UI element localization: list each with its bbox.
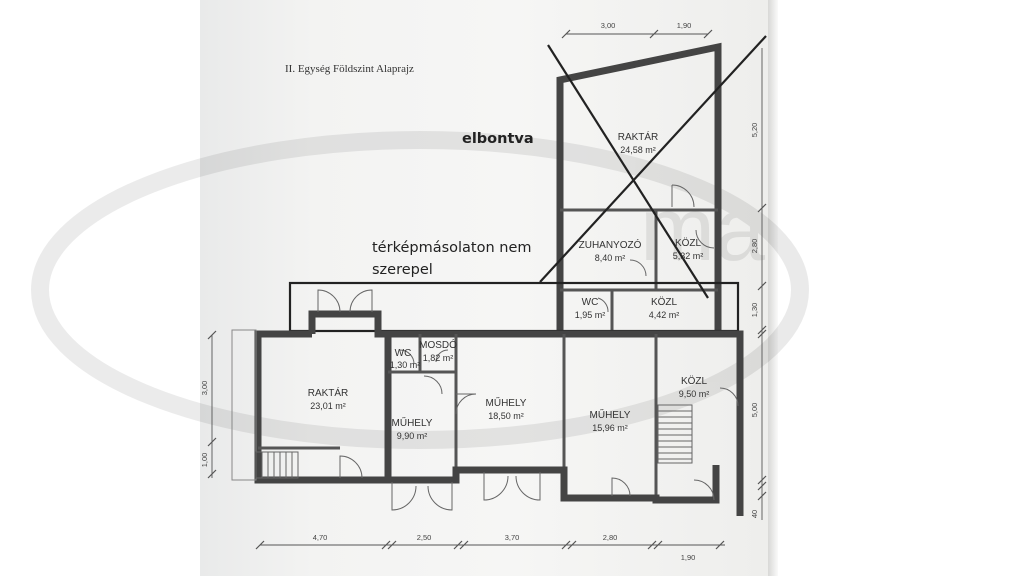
room-label: MOSDÓ [419, 338, 457, 351]
dimension-label: 1,90 [677, 21, 692, 30]
paper-edge [768, 0, 778, 576]
room-label: MŰHELY [392, 415, 433, 429]
main-floor [231, 289, 744, 516]
demolished-note: elbontva [462, 131, 534, 147]
plan-title: II. Egység Földszint Alaprajz [285, 63, 414, 75]
svg-text:ma: ma [640, 180, 766, 280]
staircase [657, 404, 693, 464]
dimension-label: 5,00 [750, 403, 759, 418]
room-area: 1,95 m² [575, 310, 606, 320]
dimension-label: 3,00 [601, 21, 616, 30]
room-label: ZUHANYOZÓ [579, 238, 642, 251]
not-on-map-note-line2: szerepel [372, 262, 433, 278]
dimension-label: 3,00 [200, 381, 209, 396]
room-area: 24,58 m² [620, 145, 656, 155]
not-on-map-note-line1: térképmásolaton nem [372, 240, 532, 256]
room-area: 5,32 m² [673, 251, 704, 261]
room-area: 1,82 m² [423, 353, 454, 363]
room-area: 1,30 m² [390, 360, 421, 370]
room-label: KÖZL [651, 296, 678, 308]
room-area: 18,50 m² [488, 411, 524, 421]
dimension-label: 40 [750, 510, 759, 518]
room-area: 9,90 m² [397, 431, 428, 441]
room-label: WC [582, 297, 599, 308]
room-area: 9,50 m² [679, 389, 710, 399]
watermark: ma [31, 131, 809, 449]
demolished-wing [539, 35, 767, 330]
entrance-steps [231, 329, 299, 481]
room-area: 15,96 m² [592, 423, 628, 433]
dimension-right: 5,20 2,80 1,30 5,00 40 [750, 48, 767, 520]
dimension-label: 5,20 [750, 123, 759, 138]
dimension-label: 2,80 [603, 533, 618, 542]
dimension-label: 2,50 [417, 533, 432, 542]
room-label: KÖZL [675, 237, 702, 249]
dimension-label: 1,30 [750, 303, 759, 318]
room-labels: RAKTÁR 24,58 m² ZUHANYOZÓ 8,40 m² KÖZL 5… [308, 130, 710, 441]
room-label: MŰHELY [590, 407, 631, 421]
dimension-top: 3,00 1,90 [561, 21, 713, 39]
dimension-label: 1,00 [200, 453, 209, 468]
dimension-bottom: 4,70 2,50 3,70 2,80 1,90 [255, 533, 725, 562]
room-label: KÖZL [681, 375, 708, 387]
room-area: 8,40 m² [595, 253, 626, 263]
room-area: 4,42 m² [649, 310, 680, 320]
room-label: WC [395, 348, 412, 359]
room-label: MŰHELY [486, 395, 527, 409]
dimension-label: 2,80 [750, 239, 759, 254]
room-area: 23,01 m² [310, 401, 346, 411]
room-label: RAKTÁR [308, 386, 349, 399]
dimension-label: 1,90 [681, 553, 696, 562]
room-label: RAKTÁR [618, 130, 659, 143]
dimension-label: 3,70 [505, 533, 520, 542]
dimension-label: 4,70 [313, 533, 328, 542]
dimension-left: 3,00 1,00 [200, 330, 217, 479]
